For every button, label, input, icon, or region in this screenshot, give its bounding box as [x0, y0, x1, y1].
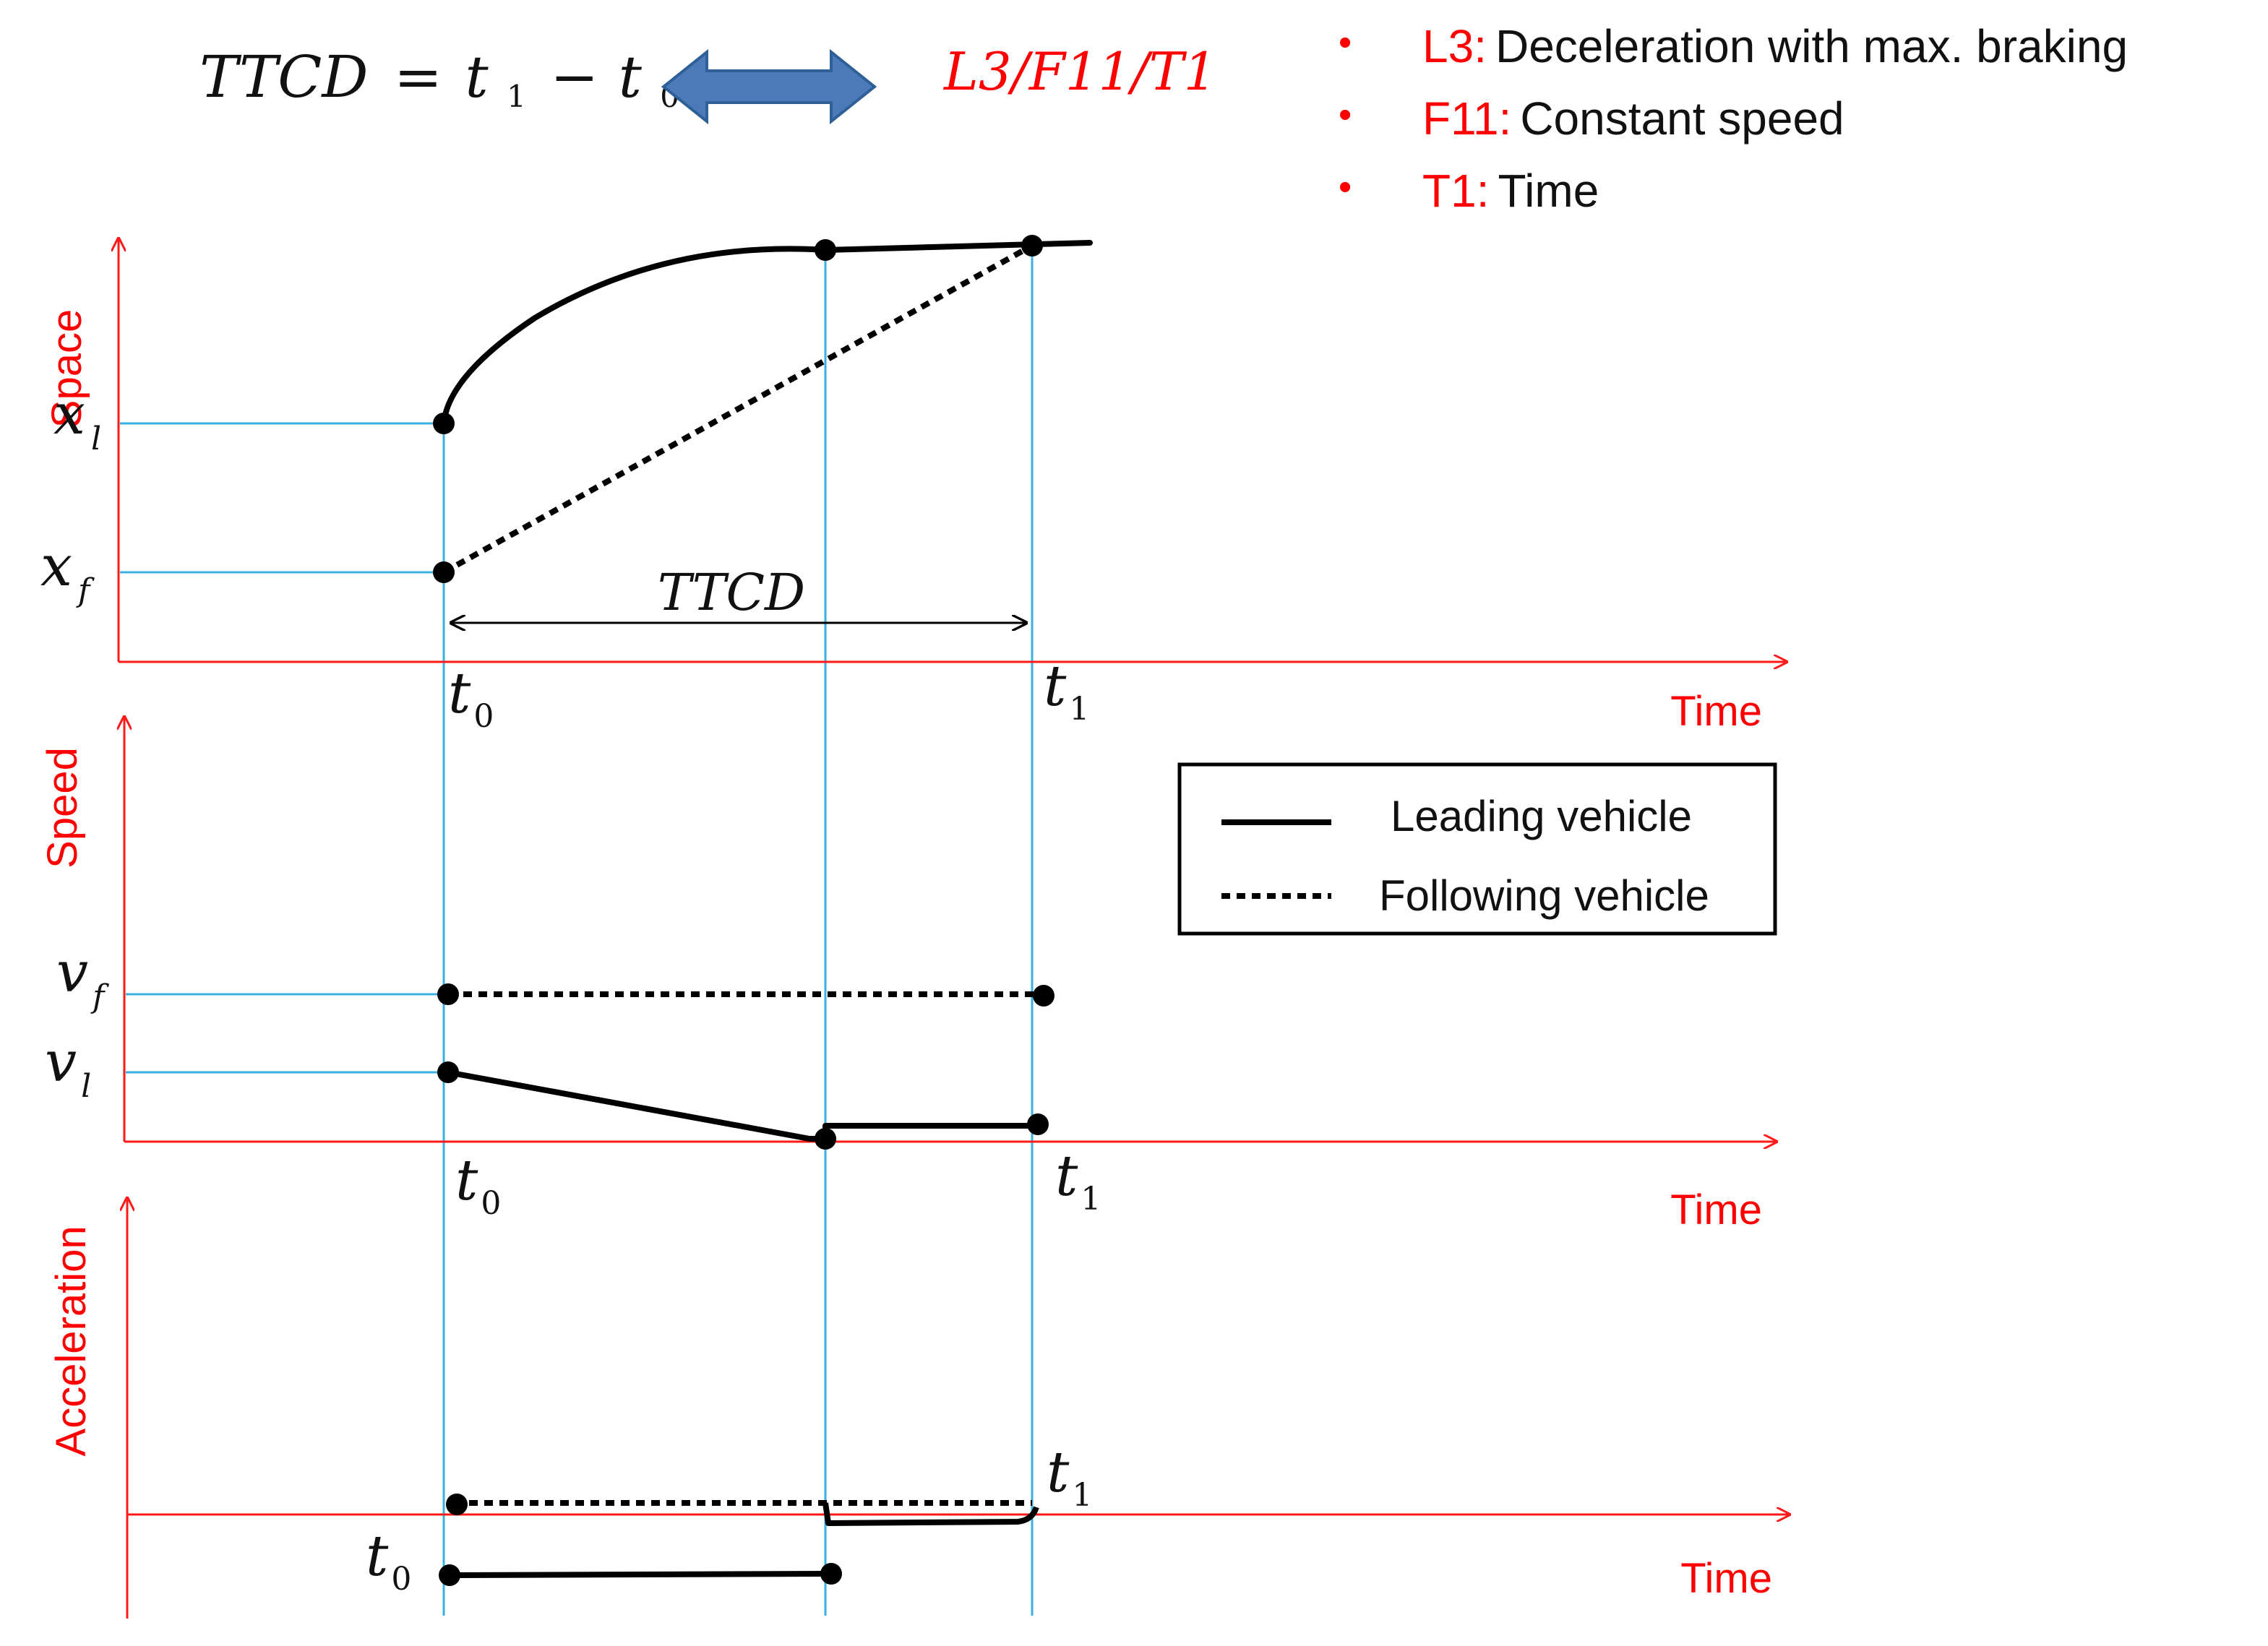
leading-accel-line: [449, 1571, 830, 1578]
guide-lines: [120, 250, 1034, 1616]
legend-item-f11: • F11:Constant speed: [1339, 92, 1844, 145]
svg-text:•: •: [1339, 22, 1352, 64]
legend-item-l3: • L3:Deceleration with max. braking: [1339, 20, 2128, 72]
svg-text:•: •: [1339, 166, 1352, 208]
speed-point-vf-end: [1033, 985, 1054, 1007]
vehicle-legend-box: [1177, 762, 1777, 936]
leading-speed-line: [447, 1069, 1038, 1142]
header-formula: TTCD = t 1 − t 0: [199, 43, 679, 121]
scenario-code: L3/F11/T1: [942, 41, 1217, 102]
legend-item-t1: • T1:Time: [1339, 165, 1599, 217]
formula-eq: =: [394, 43, 442, 111]
svg-text:L3:Deceleration with max. brak: L3:Deceleration with max. braking: [1422, 20, 2128, 72]
space-point-meet: [1021, 235, 1043, 257]
space-point-xl: [433, 413, 455, 434]
speed-time-label: Time: [1670, 1186, 1762, 1233]
space-axis-label: Space: [43, 309, 90, 428]
speed-point-vf: [437, 983, 459, 1005]
following-legend-label: Following vehicle: [1379, 871, 1709, 920]
accel-t1-mark: t1: [1047, 1440, 1092, 1514]
accel-point-lead-start: [439, 1564, 460, 1586]
svg-text:F11:Constant speed: F11:Constant speed: [1422, 92, 1844, 145]
accel-point-lead-end: [820, 1563, 842, 1585]
formula-t0: t: [619, 43, 643, 111]
vehicle-legend: Leading vehicle Following vehicle: [1177, 762, 1777, 936]
speed-point-vl-end: [1027, 1113, 1049, 1135]
space-t0-mark: t0: [448, 661, 494, 735]
scenario-legend: • L3:Deceleration with max. braking • F1…: [1339, 20, 2128, 217]
speed-point-vl: [437, 1061, 459, 1083]
space-point-stop: [815, 239, 836, 261]
formula-t1-sub: 1: [507, 79, 526, 114]
formula-minus: −: [550, 43, 598, 111]
accel-t0-mark: t0: [366, 1524, 411, 1598]
ttcd-label: TTCD: [658, 563, 805, 622]
leading-legend-label: Leading vehicle: [1391, 792, 1692, 840]
space-t1-mark: t1: [1044, 654, 1089, 728]
formula-lhs: TTCD: [199, 43, 369, 111]
space-time-label: Time: [1670, 688, 1762, 735]
speed-t1-mark: t1: [1055, 1144, 1101, 1218]
svg-text:TTCD = t 1: TTCD = t 1 − t 0: [199, 43, 679, 121]
following-space-line: [442, 243, 1034, 575]
formula-t1: t: [465, 43, 489, 111]
accel-axis-label: Acceleration: [48, 1225, 95, 1456]
space-point-xf: [433, 561, 455, 583]
speed-axis-label: Speed: [39, 747, 86, 869]
accel-point-follow-start: [446, 1494, 468, 1515]
speed-t0-mark: t0: [455, 1148, 501, 1222]
accel-time-label: Time: [1680, 1555, 1772, 1602]
double-arrow-icon: [661, 48, 877, 125]
speed-point-zero: [815, 1128, 836, 1150]
svg-text:T1:Time: T1:Time: [1422, 165, 1599, 217]
leading-space-curve: [441, 240, 1093, 426]
leading-accel-zero: [822, 1502, 1039, 1526]
acceleration-panel: Acceleration Time t0 t1: [48, 1198, 1790, 1619]
svg-text:•: •: [1339, 94, 1352, 136]
